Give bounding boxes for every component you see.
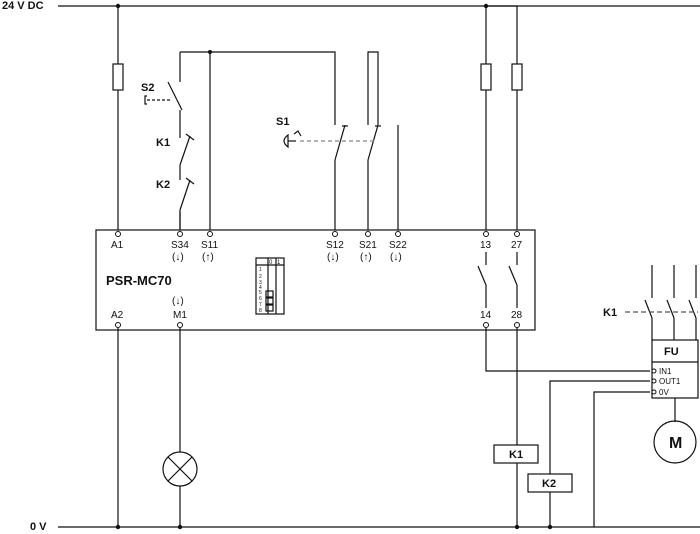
- term-28: 28: [511, 310, 523, 321]
- output-contact-13-14: [477, 265, 487, 286]
- term-s21: S21: [359, 240, 377, 251]
- fuse-a1: [112, 63, 124, 91]
- s1-contact-1: [334, 124, 346, 161]
- k1-main-contacts: [625, 265, 698, 340]
- svg-text:5: 5: [259, 290, 262, 296]
- dip-header-1: 1: [277, 260, 281, 266]
- top-terminals: [115, 231, 520, 237]
- sym-s12: (↓): [327, 252, 339, 263]
- sym-s22: (↓): [390, 252, 402, 263]
- dip-header-0: 0: [269, 260, 273, 266]
- label-s2: S2: [141, 82, 154, 94]
- label-k1-contact: K1: [156, 137, 170, 149]
- fuse-27: [511, 63, 523, 91]
- wire-s11: [209, 51, 336, 230]
- svg-text:3: 3: [259, 280, 262, 286]
- fu-in1: IN1: [659, 367, 672, 376]
- sym-s21: (↑): [360, 252, 372, 263]
- wire-14-in1: [485, 328, 650, 372]
- term-s11: S11: [201, 240, 218, 251]
- s2-pushbutton-icon: [144, 95, 147, 105]
- label-k2-contact: K2: [156, 179, 170, 191]
- term-s34: S34: [171, 240, 189, 251]
- fu-0v: 0V: [659, 388, 669, 397]
- label-k1-main: K1: [603, 307, 617, 319]
- label-0v: 0 V: [30, 521, 47, 533]
- motor-icon: [653, 420, 697, 464]
- k2-contact: [179, 179, 191, 211]
- s2-contact: [167, 81, 183, 111]
- fu-out1: OUT1: [659, 377, 681, 386]
- term-a1: A1: [111, 240, 124, 251]
- svg-text:2: 2: [259, 274, 262, 280]
- output-contact-27-28: [508, 265, 518, 286]
- bottom-terminals: [115, 322, 520, 328]
- svg-text:8: 8: [259, 308, 262, 314]
- relay-module: [95, 229, 536, 331]
- term-a2: A2: [111, 310, 124, 321]
- sym-s34: (↓): [172, 252, 184, 263]
- svg-text:6: 6: [259, 296, 262, 302]
- relay-model: PSR-MC70: [106, 273, 172, 288]
- s1-contact-2: [367, 124, 379, 161]
- motor-label: M: [669, 435, 682, 452]
- wire-fu-0v: [593, 391, 650, 527]
- sym-s11: (↑): [202, 252, 214, 263]
- svg-text:7: 7: [259, 302, 262, 308]
- term-13: 13: [480, 240, 492, 251]
- term-s22: S22: [389, 240, 407, 251]
- k1-contact: [179, 135, 191, 166]
- label-k2-coil: K2: [542, 478, 556, 490]
- term-s12: S12: [326, 240, 344, 251]
- term-m1: M1: [173, 310, 187, 321]
- fuse-13: [480, 63, 492, 91]
- label-s1: S1: [276, 116, 289, 128]
- estop-head-icon: [283, 133, 289, 149]
- label-k1-coil: K1: [509, 449, 523, 461]
- wire-out1: [549, 380, 650, 474]
- fu-title: FU: [664, 346, 679, 358]
- term-27: 27: [511, 240, 523, 251]
- label-24v: 24 V DC: [2, 0, 44, 12]
- sym-m1: (↓): [172, 296, 184, 307]
- dip-switch: [255, 257, 285, 315]
- k1-coil: [493, 444, 539, 464]
- svg-text:1: 1: [259, 267, 262, 273]
- term-14: 14: [480, 310, 492, 321]
- svg-text:4: 4: [259, 285, 262, 291]
